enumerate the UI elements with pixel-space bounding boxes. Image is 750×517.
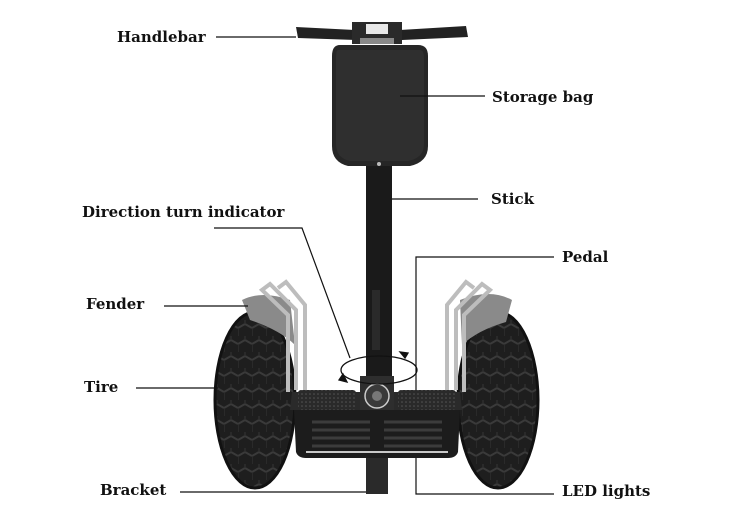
label-storage-bag: Storage bag: [492, 88, 594, 106]
label-led-lights: LED lights: [562, 482, 651, 500]
handlebar-part: [296, 22, 468, 44]
label-bracket: Bracket: [100, 481, 167, 499]
label-handlebar: Handlebar: [117, 28, 206, 46]
guard-rails: [258, 279, 494, 392]
label-fender: Fender: [86, 295, 145, 313]
label-stick: Stick: [491, 190, 534, 208]
label-pedal: Pedal: [562, 248, 609, 266]
leader-lines: [136, 36, 554, 495]
left-tire-part: [213, 310, 297, 490]
bracket-part: [366, 458, 388, 494]
label-tire: Tire: [84, 378, 119, 396]
body-part: [290, 376, 462, 494]
label-direction-turn-indicator: Direction turn indicator: [82, 203, 285, 221]
direction-indicator-symbol: [337, 351, 418, 385]
storage-bag-part: [332, 45, 428, 166]
